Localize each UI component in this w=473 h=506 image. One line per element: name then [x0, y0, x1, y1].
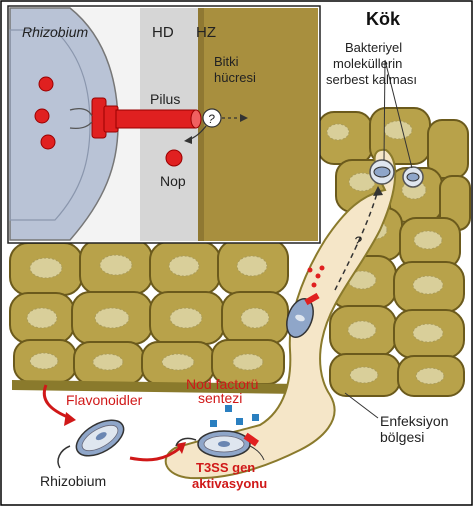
inset-hz-label: HZ — [196, 24, 216, 41]
rhizobium-bottom-label: Rhizobium — [40, 473, 106, 489]
inset-plant-cell-label-2: hücresi — [214, 70, 256, 85]
release-label-1: Bakteriyel — [345, 40, 402, 55]
release-label-2: moleküllerin — [333, 56, 402, 71]
t3ss-label-1: T3SS gen — [196, 460, 255, 475]
root-title: Kök — [366, 9, 401, 29]
inset-nop-label: Nop — [160, 173, 186, 189]
release-label-3: serbest kalması — [326, 72, 417, 87]
inset-plant-cell-label-1: Bitki — [214, 54, 239, 69]
nod-factor-label-2: sentezi — [198, 390, 242, 406]
inset-rhizobium-label: Rhizobium — [22, 24, 88, 40]
infection-zone-label-1: Enfeksiyon — [380, 413, 448, 429]
flavonoids-label: Flavonoidler — [66, 392, 143, 408]
infection-zone-label-2: bölgesi — [380, 429, 424, 445]
t3ss-label-2: aktivasyonu — [192, 476, 267, 491]
inset-question-label: ? — [208, 112, 215, 126]
inset-pilus-label: Pilus — [150, 91, 180, 107]
thread-question-label: ? — [354, 233, 362, 249]
inset-hd-label: HD — [152, 24, 174, 41]
